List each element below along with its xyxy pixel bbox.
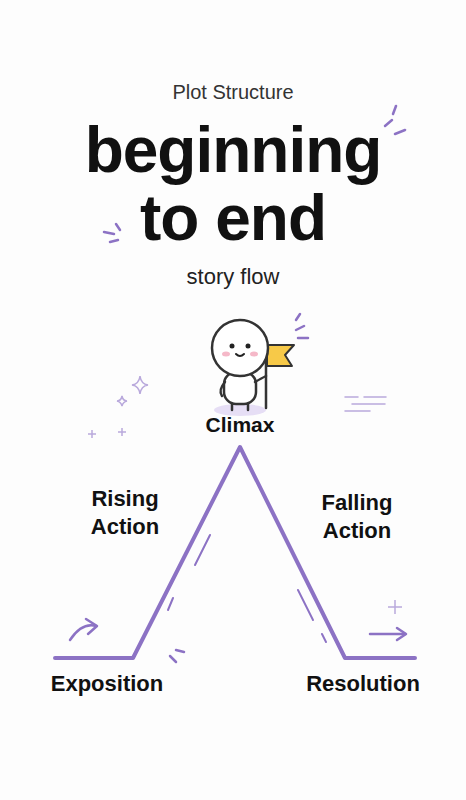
eye	[230, 344, 235, 349]
arm	[255, 376, 266, 382]
head	[212, 320, 268, 376]
sketch-stroke	[298, 590, 313, 620]
subtitle-text: story flow	[133, 264, 333, 290]
plot-line	[55, 447, 415, 658]
flag	[267, 345, 294, 366]
stage-label: Falling Action	[302, 489, 412, 545]
kicker-text: Plot Structure	[123, 80, 343, 104]
motion-arrow	[370, 633, 405, 636]
arrow-head	[397, 628, 406, 640]
sketch-stroke	[168, 598, 173, 610]
arrow-head	[86, 619, 97, 634]
cheek	[250, 352, 258, 357]
cheek	[222, 352, 230, 357]
arm	[221, 382, 225, 396]
eye	[246, 344, 251, 349]
stage-label: Rising Action	[70, 485, 180, 541]
sketch-stroke	[195, 535, 210, 565]
sketch-stroke	[322, 634, 326, 642]
leg	[231, 404, 234, 410]
stage-label: Climax	[180, 412, 300, 438]
leg	[247, 404, 250, 410]
stage-label: Exposition	[32, 671, 182, 697]
stage-label: Resolution	[288, 671, 438, 697]
mouth	[236, 354, 244, 356]
motion-arrow	[70, 625, 96, 640]
character	[212, 320, 294, 416]
main-title: beginning to end	[63, 116, 403, 252]
decor-lines	[345, 397, 386, 411]
